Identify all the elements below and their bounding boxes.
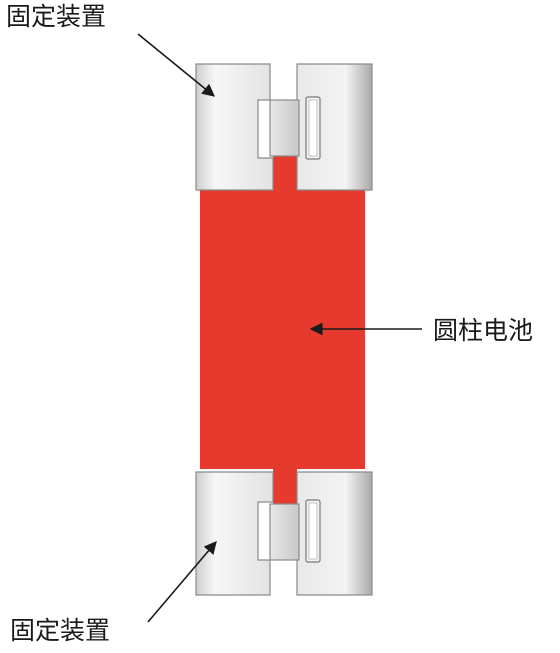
- cylindrical-battery: [200, 150, 365, 508]
- battery-label: 圆柱电池: [433, 316, 534, 345]
- arrow-fixture-top: [137, 33, 215, 97]
- fixture-top-label: 固定装置: [6, 2, 107, 31]
- battery-top-terminal: [273, 150, 297, 190]
- fixture-bottom-label: 固定装置: [10, 616, 111, 645]
- arrow-fixture-bottom: [147, 541, 217, 623]
- fixture-top: [195, 63, 373, 191]
- battery-bottom-terminal: [273, 466, 297, 508]
- fixture-bottom: [195, 471, 373, 596]
